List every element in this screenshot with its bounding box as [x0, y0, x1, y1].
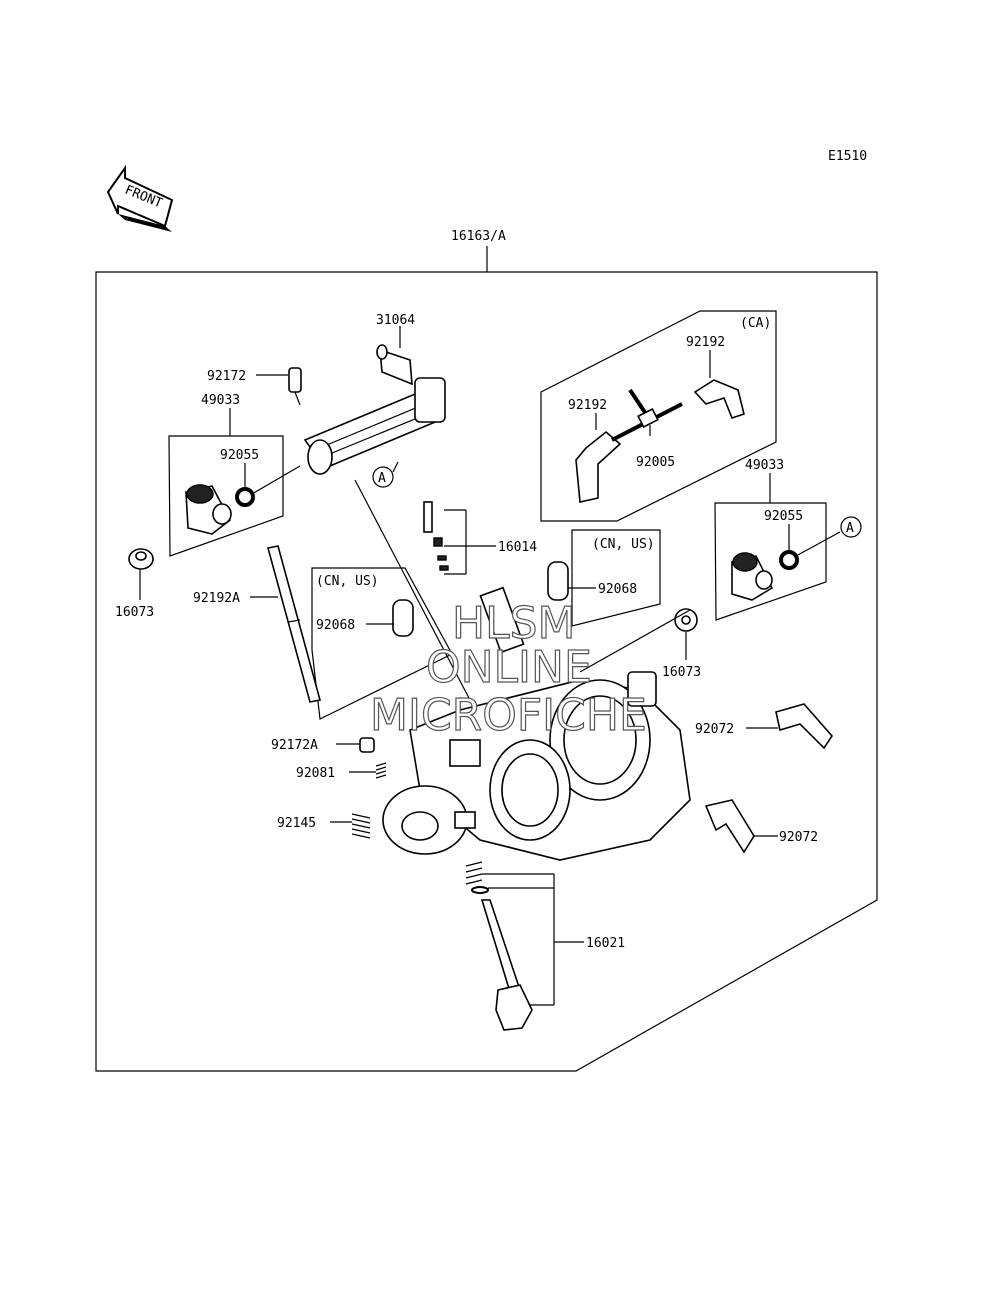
- label-92081: 92081: [296, 766, 335, 781]
- washer-right: [674, 608, 698, 632]
- tee-fitting-92005: [611, 388, 683, 442]
- label-49033-left: 49033: [201, 393, 240, 408]
- cap-92068-left: [392, 599, 414, 637]
- label-92072-bottom: 92072: [779, 830, 818, 845]
- clamp-92072-bottom: [704, 799, 755, 854]
- bolt-92172: [288, 367, 302, 406]
- injector-left: [185, 484, 232, 535]
- cap-92068-right: [547, 561, 569, 601]
- label-92005: 92005: [636, 455, 675, 470]
- label-16073-left: 16073: [115, 605, 154, 620]
- hose-92192A: [267, 545, 321, 703]
- spring-92145: [351, 813, 371, 839]
- label-16014: 16014: [498, 540, 537, 555]
- callout-a-right: A: [840, 516, 862, 538]
- svg-text:A: A: [846, 521, 854, 536]
- watermark-line3: MICROFICHE: [370, 690, 647, 741]
- throttle-body: [409, 586, 691, 861]
- label-92068-right: 92068: [598, 582, 637, 597]
- label-92055-left: 92055: [220, 448, 259, 463]
- label-92055-right: 92055: [764, 509, 803, 524]
- sensor-16014: [423, 501, 449, 571]
- label-92145: 92145: [277, 816, 316, 831]
- watermark-line2: ONLINE: [426, 642, 592, 693]
- washer-left: [128, 548, 154, 570]
- label-92172A: 92172A: [271, 738, 318, 753]
- spring-92081: [375, 762, 387, 779]
- assembly-frame: [95, 271, 878, 1072]
- injector-right: [731, 552, 774, 601]
- injector-group-right: [714, 502, 827, 621]
- label-92192-top: 92192: [686, 335, 725, 350]
- label-49033-right: 49033: [745, 458, 784, 473]
- hose-92192-top: [693, 379, 745, 419]
- label-92192-left: 92192: [568, 398, 607, 413]
- ca-group-box: [540, 310, 777, 522]
- screw-16021: [465, 861, 533, 1031]
- callout-a-upper: A: [372, 466, 394, 488]
- clamp-92072-top: [775, 703, 834, 750]
- front-arrow-icon: FRONT: [106, 164, 174, 232]
- label-92068-mid: 92068: [316, 618, 355, 633]
- throttle-drum: [382, 785, 476, 855]
- label-92192A: 92192A: [193, 591, 240, 606]
- diagram-code: E1510: [828, 149, 867, 164]
- cnus-tag-right: (CN, US): [592, 537, 655, 552]
- hose-92192-left: [575, 430, 622, 503]
- oring-left: [235, 487, 255, 507]
- cnus-tag-left: (CN, US): [316, 574, 379, 589]
- label-31064: 31064: [376, 313, 415, 328]
- fuel-rail: [303, 344, 446, 475]
- cnus-box-right: [571, 529, 661, 627]
- injector-group-left: [168, 435, 284, 557]
- label-92172: 92172: [207, 369, 246, 384]
- svg-text:A: A: [378, 471, 386, 486]
- cnus-box-left: [311, 567, 453, 720]
- watermark-line1: HLSM: [452, 598, 576, 649]
- ca-tag: (CA): [740, 316, 771, 331]
- oring-right: [779, 550, 799, 570]
- assembly-label: 16163/A: [451, 229, 506, 244]
- label-16021: 16021: [586, 936, 625, 951]
- label-16073-right: 16073: [662, 665, 701, 680]
- screw-92172A: [359, 737, 375, 753]
- label-92072-top: 92072: [695, 722, 734, 737]
